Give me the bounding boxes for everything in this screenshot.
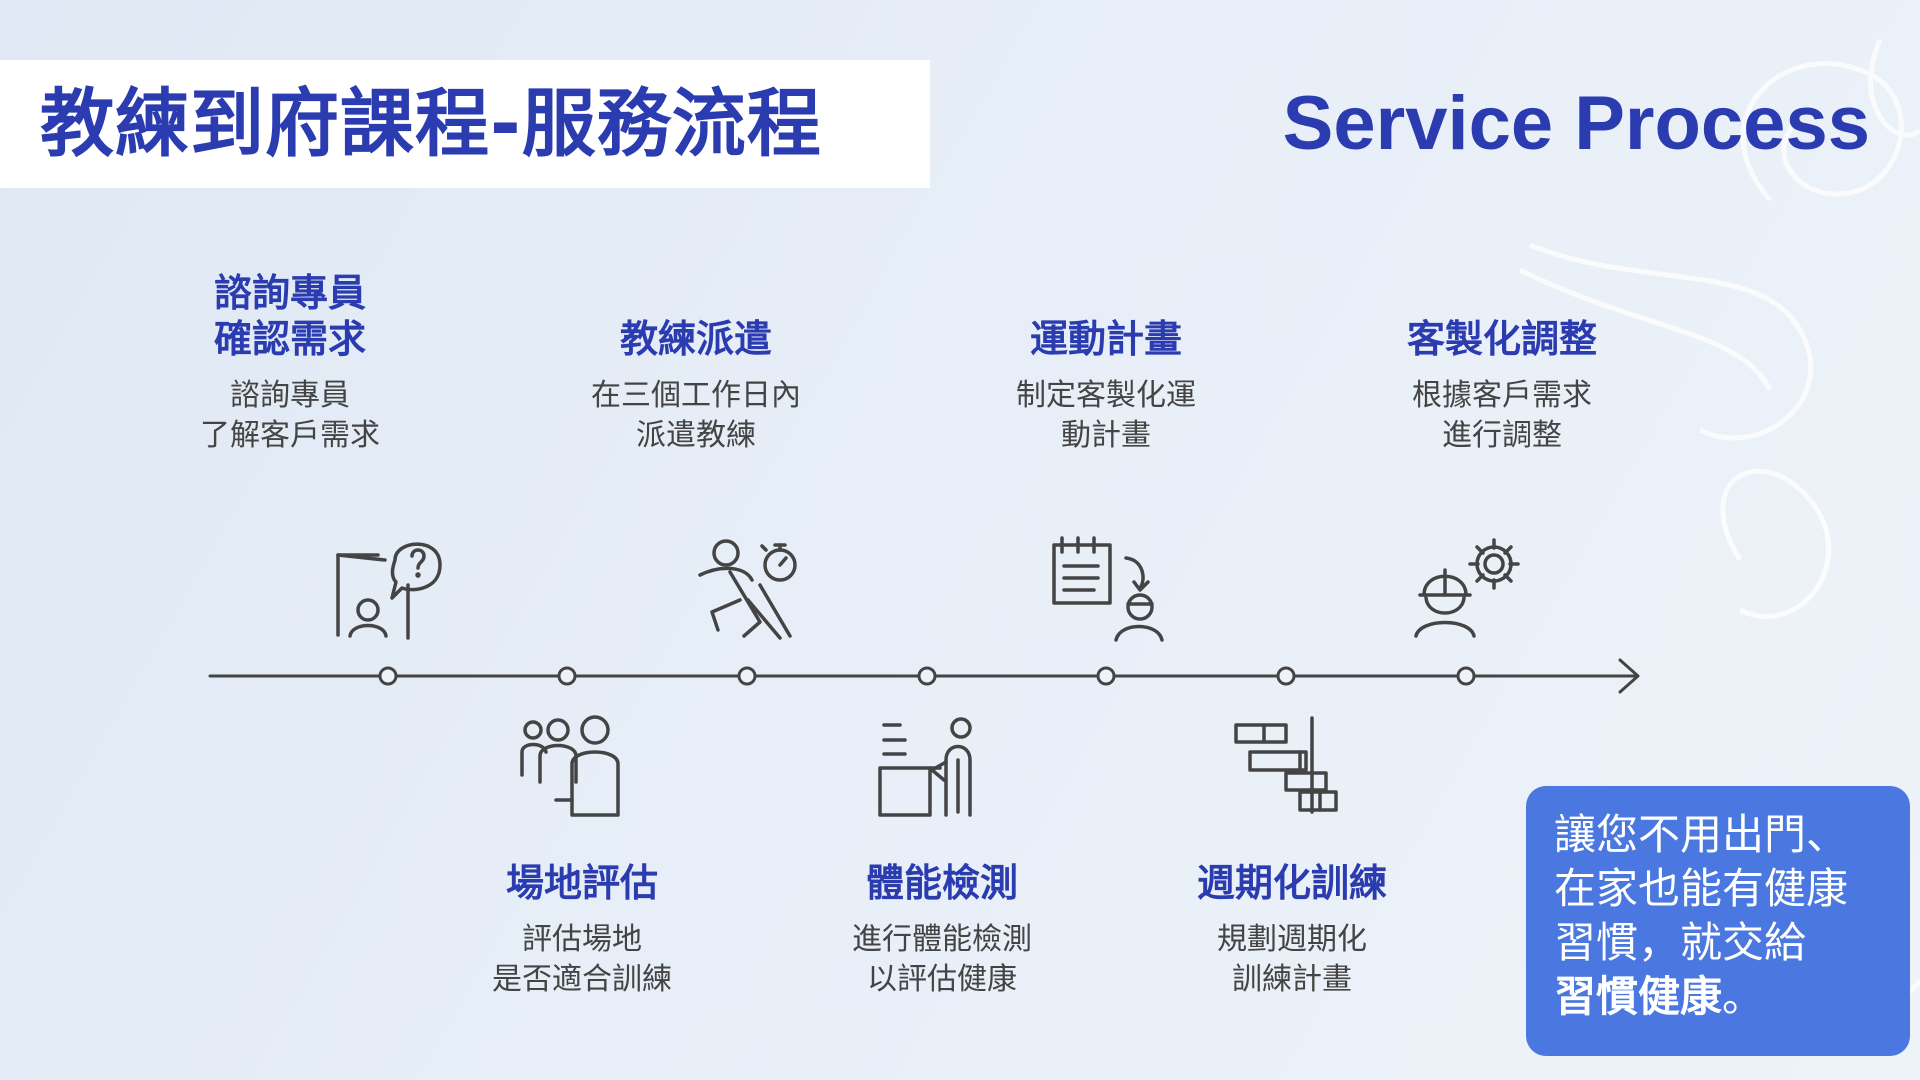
callout-brand: 習慣健康 [1554,972,1723,1021]
step-7-title: 客製化調整 [1406,317,1597,361]
step-6-title: 週期化訓練 [1196,861,1387,905]
group-people-icon [520,715,620,817]
step-3-description: 在三個工作日內 派遣教練 [591,378,801,453]
timeline-node-3 [737,666,757,686]
timeline-node-1 [378,666,398,686]
step-3-title: 教練派遣 [619,317,772,361]
step-5-description: 制定客製化運 動計畫 [1016,378,1196,453]
step-6-description: 規劃週期化 訓練計畫 [1217,922,1367,997]
title-box [0,60,930,188]
step-1-title: 諮詢專員 確認需求 [213,271,366,361]
step-6: 週期化訓練 規劃週期化 訓練計畫 [1142,860,1442,1000]
timeline-node-6 [1276,666,1296,686]
callout-line-1: 讓您不用出門、 [1554,810,1849,859]
callout-end: 。 [1722,972,1765,1021]
step-7: 客製化調整 根據客戶需求 進行調整 [1352,316,1652,456]
step-7-description: 根據客戶需求 進行調整 [1412,378,1592,453]
gantt-schedule-icon [1234,716,1338,814]
worker-gear-icon [1414,538,1520,638]
running-stopwatch-icon [698,539,797,640]
step-4-title: 體能檢測 [865,861,1018,905]
step-1-description: 諮詢專員 了解客戶需求 [200,378,380,453]
timeline-node-2 [557,666,577,686]
callout-line-3: 習慣，就交給 [1554,918,1807,967]
page-title: 教練到府課程-服務流程 [40,81,822,167]
timeline-node-5 [1096,666,1116,686]
callout-box: 讓您不用出門、 在家也能有健康 習慣，就交給 習慣健康。 [1526,786,1910,1056]
step-3: 教練派遣 在三個工作日內 派遣教練 [546,316,846,456]
timeline-node-4 [917,666,937,686]
timeline-arrowhead [1618,658,1640,694]
step-2-description: 評估場地 是否適合訓練 [492,922,672,997]
step-1: 諮詢專員 確認需求 諮詢專員 了解客戶需求 [140,270,440,456]
step-5: 運動計畫 制定客製化運 動計畫 [956,316,1256,456]
callout-line-4: 習慣健康。 [1554,970,1890,1024]
consultant-chat-icon [336,542,442,640]
page-subtitle-english: Service Process [1282,81,1870,166]
callout-line-2: 在家也能有健康 [1554,864,1849,913]
step-4: 體能檢測 進行體能檢測 以評估健康 [792,860,1092,1000]
timeline-node-7 [1456,666,1476,686]
step-4-description: 進行體能檢測 以評估健康 [852,922,1032,997]
step-2-title: 場地評估 [505,861,658,905]
step-5-title: 運動計畫 [1029,317,1182,361]
clipboard-plan-icon [1052,536,1164,642]
step-2: 場地評估 評估場地 是否適合訓練 [432,860,732,1000]
person-desk-icon [878,717,972,817]
